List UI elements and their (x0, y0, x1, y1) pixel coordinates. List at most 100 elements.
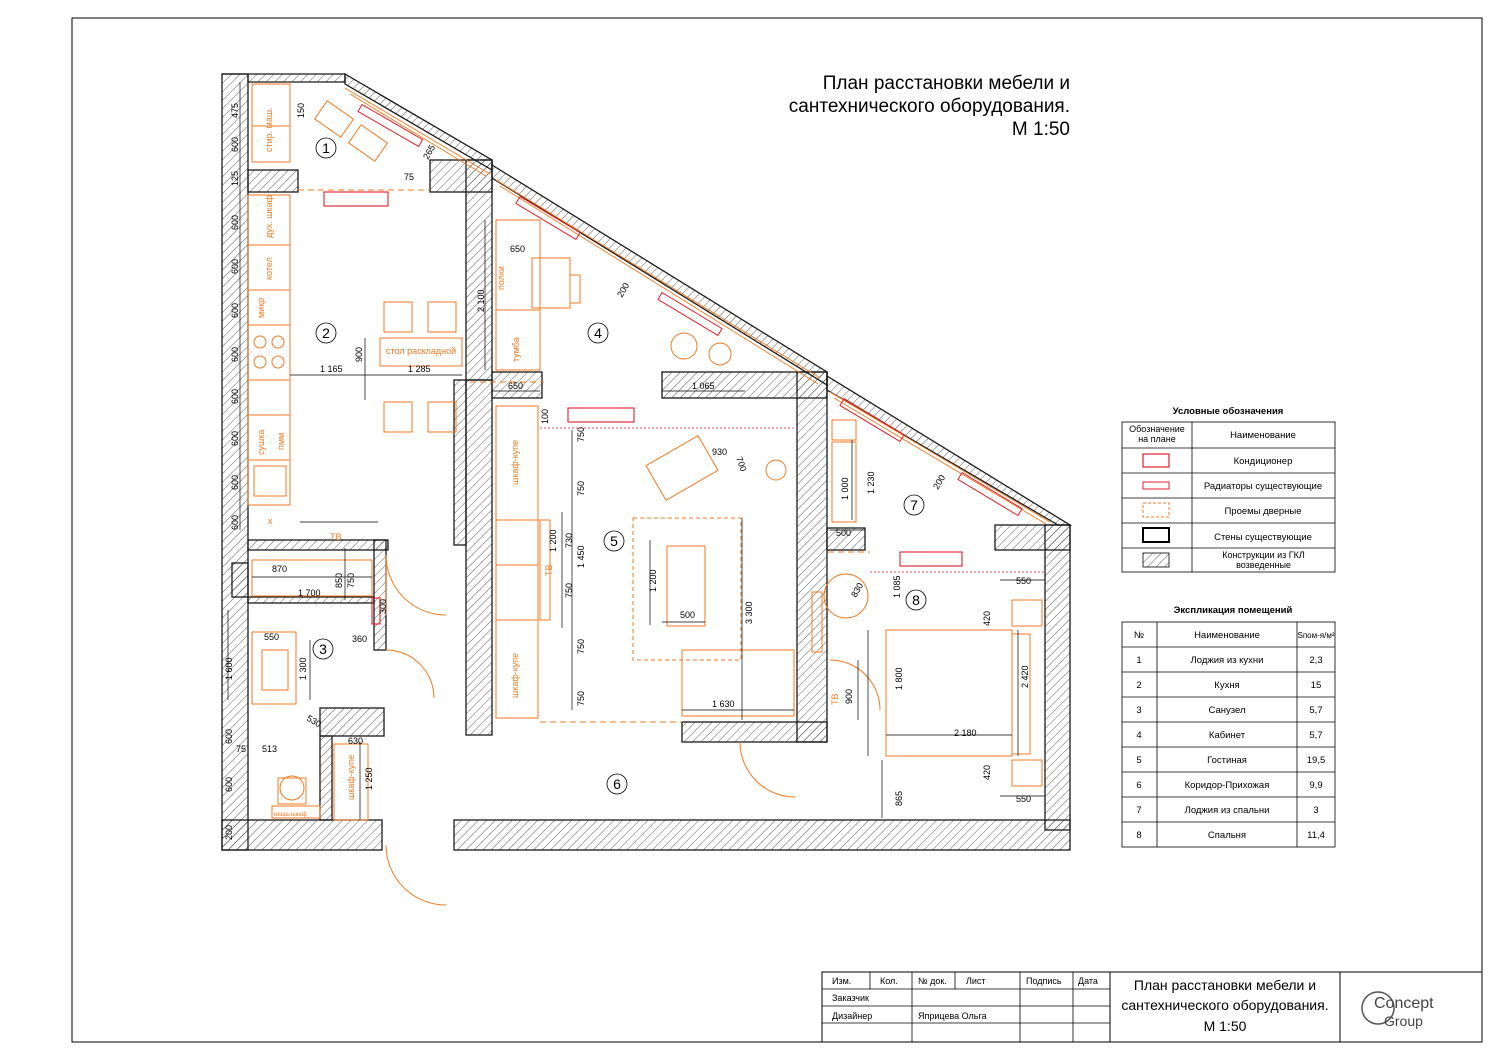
svg-text:750: 750 (564, 583, 574, 598)
label-shkaf-kupe-hall: шкаф-купе (346, 755, 356, 800)
conditioners (323, 191, 963, 625)
svg-text:500: 500 (836, 528, 851, 538)
svg-text:200: 200 (224, 825, 234, 840)
svg-text:600: 600 (230, 137, 240, 152)
explication-cell-area: 3 (1313, 805, 1318, 816)
explication-cell-area: 9,9 (1309, 780, 1322, 791)
room-number-7: 7 (910, 497, 918, 513)
legend: Условные обозначения Обозначение на план… (1121, 406, 1336, 573)
legend-head-symbol: Обозначение на плане (1129, 424, 1185, 444)
label-tv-kitchen: ТВ (330, 532, 342, 542)
svg-text:420: 420 (982, 765, 992, 780)
svg-text:200: 200 (931, 473, 947, 491)
svg-text:600: 600 (230, 475, 240, 490)
svg-text:600: 600 (224, 777, 234, 792)
svg-text:Кондиционер: Кондиционер (1234, 456, 1293, 467)
svg-text:550: 550 (264, 632, 279, 642)
svg-text:1 300: 1 300 (298, 657, 308, 680)
svg-text:650: 650 (508, 381, 523, 391)
svg-text:100: 100 (540, 409, 550, 424)
dimension-lines (227, 82, 1045, 820)
explication-cell-no: 1 (1136, 655, 1141, 666)
svg-text:1 065: 1 065 (692, 381, 715, 391)
dimension-labels: 475 600 125 600 600 600 600 600 600 600 … (224, 103, 1031, 840)
svg-text:3 300: 3 300 (744, 601, 754, 624)
svg-text:1 000: 1 000 (840, 477, 850, 500)
title-scale: М 1:50 (1011, 119, 1070, 140)
page-title: План расстановки мебели и сантехническог… (760, 72, 1070, 141)
svg-text:630: 630 (348, 736, 363, 746)
svg-text:1 630: 1 630 (712, 699, 735, 709)
explication-cell-name: Гостиная (1207, 755, 1247, 766)
explication-cell-area: 5,7 (1309, 730, 1322, 741)
explication-cell-name: Коридор-Прихожая (1185, 780, 1270, 791)
radiators (357, 103, 1023, 517)
svg-text:Стены существующие: Стены существующие (1214, 532, 1312, 543)
svg-text:730: 730 (564, 533, 574, 548)
radiator-bath (371, 597, 381, 625)
logo-text-2: Group (1384, 1013, 1423, 1029)
svg-text:2 420: 2 420 (1020, 665, 1030, 688)
legend-head-name: Наименование (1230, 430, 1296, 441)
windows-diagonal (344, 87, 1051, 525)
legend-wall-symbol (1142, 527, 1170, 543)
legend-door-symbol (1142, 502, 1170, 518)
svg-text:2 180: 2 180 (954, 728, 977, 738)
svg-text:75: 75 (404, 172, 414, 182)
svg-text:750: 750 (576, 481, 586, 496)
svg-text:Лист: Лист (966, 976, 986, 986)
explication-cell-no: 6 (1136, 780, 1141, 791)
sheet-frame (71, 17, 1483, 1043)
kitchen-counter (247, 194, 291, 506)
label-dukh-shkaf: дух. шкаф (264, 194, 274, 238)
logo-mark (1361, 991, 1395, 1025)
room-number-6: 6 (613, 776, 621, 792)
svg-text:План расстановки мебели и: План расстановки мебели и (1134, 977, 1316, 993)
explication-cell-area: 15 (1311, 680, 1322, 691)
conditioner-kitchen (323, 191, 389, 207)
svg-text:№: № (1134, 630, 1144, 641)
explication-cell-no: 3 (1136, 705, 1141, 716)
svg-text:500: 500 (680, 610, 695, 620)
label-mikr: микр (256, 298, 266, 318)
explication-cell-name: Кабинет (1209, 730, 1246, 741)
explication-cell-no: 7 (1136, 805, 1141, 816)
svg-text:513: 513 (262, 744, 277, 754)
svg-text:600: 600 (230, 389, 240, 404)
title-block: Изм. Кол. № док. Лист Подпись Дата Заказ… (821, 971, 1483, 1043)
label-polki: полки (496, 266, 506, 290)
explication-cell-name: Лоджия из кухни (1191, 655, 1264, 666)
svg-text:1 165: 1 165 (320, 364, 343, 374)
svg-text:Радиаторы существующие: Радиаторы существующие (1204, 481, 1322, 492)
svg-text:Кол.: Кол. (880, 976, 898, 986)
svg-text:Дата: Дата (1078, 976, 1098, 986)
svg-text:75: 75 (236, 744, 246, 754)
label-tumba: тумба (511, 337, 521, 362)
label-x: x (268, 516, 273, 526)
svg-text:Sпом-я/м²: Sпом-я/м² (1298, 631, 1335, 640)
svg-text:М 1:50: М 1:50 (1204, 1018, 1247, 1034)
legend-gkl-symbol (1142, 552, 1170, 568)
logo-text-1: Concept (1374, 995, 1434, 1012)
explication-cell-name: Санузел (1208, 705, 1245, 716)
svg-text:300: 300 (378, 599, 388, 614)
conditioner-living (567, 407, 635, 423)
svg-text:1 450: 1 450 (576, 545, 586, 568)
svg-text:600: 600 (230, 259, 240, 274)
svg-text:265: 265 (421, 143, 437, 161)
svg-text:1 085: 1 085 (892, 575, 902, 598)
svg-text:600: 600 (230, 515, 240, 530)
svg-text:2 100: 2 100 (476, 289, 486, 312)
svg-text:1 200: 1 200 (548, 529, 558, 552)
svg-text:сантехнического оборудования.: сантехнического оборудования. (1121, 997, 1328, 1013)
room-markers: 1 2 3 4 5 6 7 8 (312, 137, 927, 795)
svg-text:Подпись: Подпись (1026, 976, 1062, 986)
room-number-8: 8 (912, 592, 920, 608)
room-number-5: 5 (610, 533, 618, 549)
label-kotel: котел (264, 257, 274, 280)
svg-text:650: 650 (510, 244, 525, 254)
svg-text:Наименование: Наименование (1194, 630, 1260, 641)
room-number-3: 3 (319, 641, 327, 657)
svg-text:900: 900 (354, 347, 364, 362)
svg-text:№ док.: № док. (918, 976, 947, 986)
